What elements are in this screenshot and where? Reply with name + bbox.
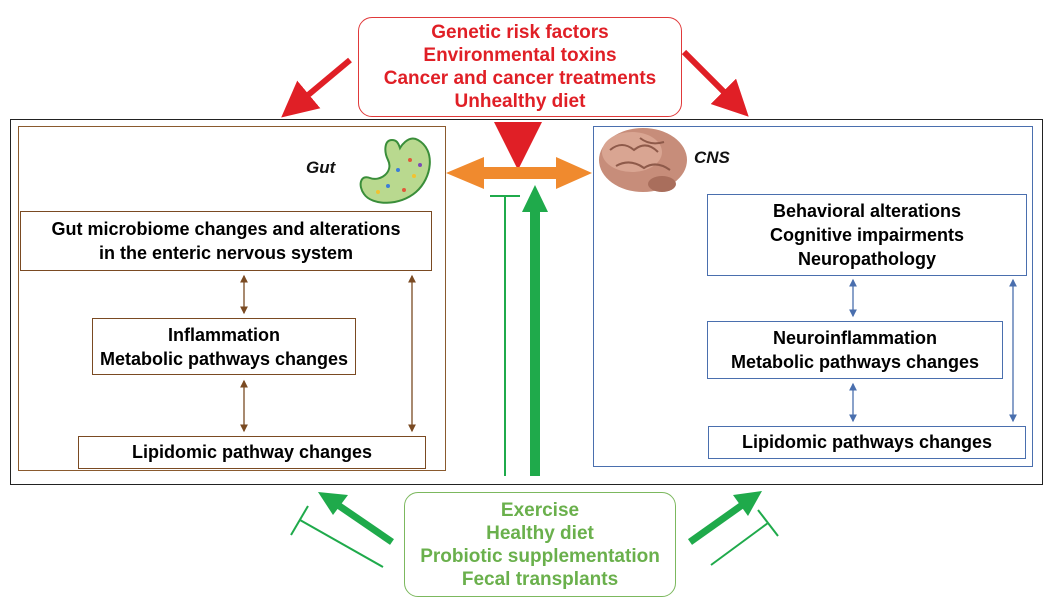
cns-behavioral-box: Behavioral alterations Cognitive impairm… — [707, 194, 1027, 276]
gut-inflammation-box: Inflammation Metabolic pathways changes — [92, 318, 356, 375]
risk-factor-item: Cancer and cancer treatments — [383, 68, 657, 89]
gut-connectors — [240, 274, 416, 433]
stomach-icon — [359, 137, 431, 204]
risk-arrows — [281, 49, 749, 170]
risk-factor-item: Genetic risk factors — [431, 22, 609, 43]
gut-brain-frame — [10, 119, 1043, 485]
risk-arrow-left — [281, 57, 352, 118]
intervention-item: Exercise — [500, 499, 580, 521]
cns-box-line: Neuropathology — [798, 249, 936, 269]
gut-brain-axis-arrow — [446, 157, 592, 189]
intervention-right-arrows — [687, 491, 779, 566]
cns-box-line: Cognitive impairments — [769, 225, 965, 245]
intervention-item: Probiotic supplementation — [420, 545, 660, 567]
gut-box-line: Inflammation — [167, 324, 280, 345]
risk-factor-item: Environmental toxins — [423, 45, 617, 66]
interventions-box: Exercise Healthy diet Probiotic suppleme… — [404, 492, 676, 597]
cns-title: CNS — [694, 148, 730, 167]
gut-box-line: in the enteric nervous system — [98, 243, 354, 263]
intervention-center-arrows — [490, 185, 548, 476]
brain-icon — [599, 128, 687, 192]
risk-arrow-right — [681, 49, 749, 117]
intervention-left-arrows — [290, 492, 394, 568]
cns-box-line: Metabolic pathways changes — [730, 352, 980, 372]
risk-factors-box: Genetic risk factors Environmental toxin… — [358, 17, 682, 117]
intervention-item: Fecal transplants — [461, 568, 619, 590]
gut-box-line: Metabolic pathways changes — [99, 348, 349, 369]
gut-box-line: Gut microbiome changes and alterations — [51, 219, 401, 239]
cns-neuroinflammation-box: Neuroinflammation Metabolic pathways cha… — [707, 321, 1003, 379]
cns-connectors — [849, 278, 1017, 423]
gut-microbiome-box: Gut microbiome changes and alterations i… — [20, 211, 432, 271]
gut-lipidomic-box: Lipidomic pathway changes — [78, 436, 426, 469]
gut-panel — [18, 126, 446, 471]
cns-panel — [593, 126, 1033, 467]
risk-factor-item: Unhealthy diet — [454, 91, 586, 112]
intervention-item: Healthy diet — [486, 522, 594, 544]
cns-box-line: Neuroinflammation — [772, 328, 937, 348]
gut-box-line: Lipidomic pathway changes — [131, 442, 373, 462]
cns-box-line: Lipidomic pathways changes — [741, 432, 993, 452]
gut-title: Gut — [306, 158, 336, 177]
cns-lipidomic-box: Lipidomic pathways changes — [708, 426, 1026, 459]
cns-box-line: Behavioral alterations — [772, 201, 962, 221]
